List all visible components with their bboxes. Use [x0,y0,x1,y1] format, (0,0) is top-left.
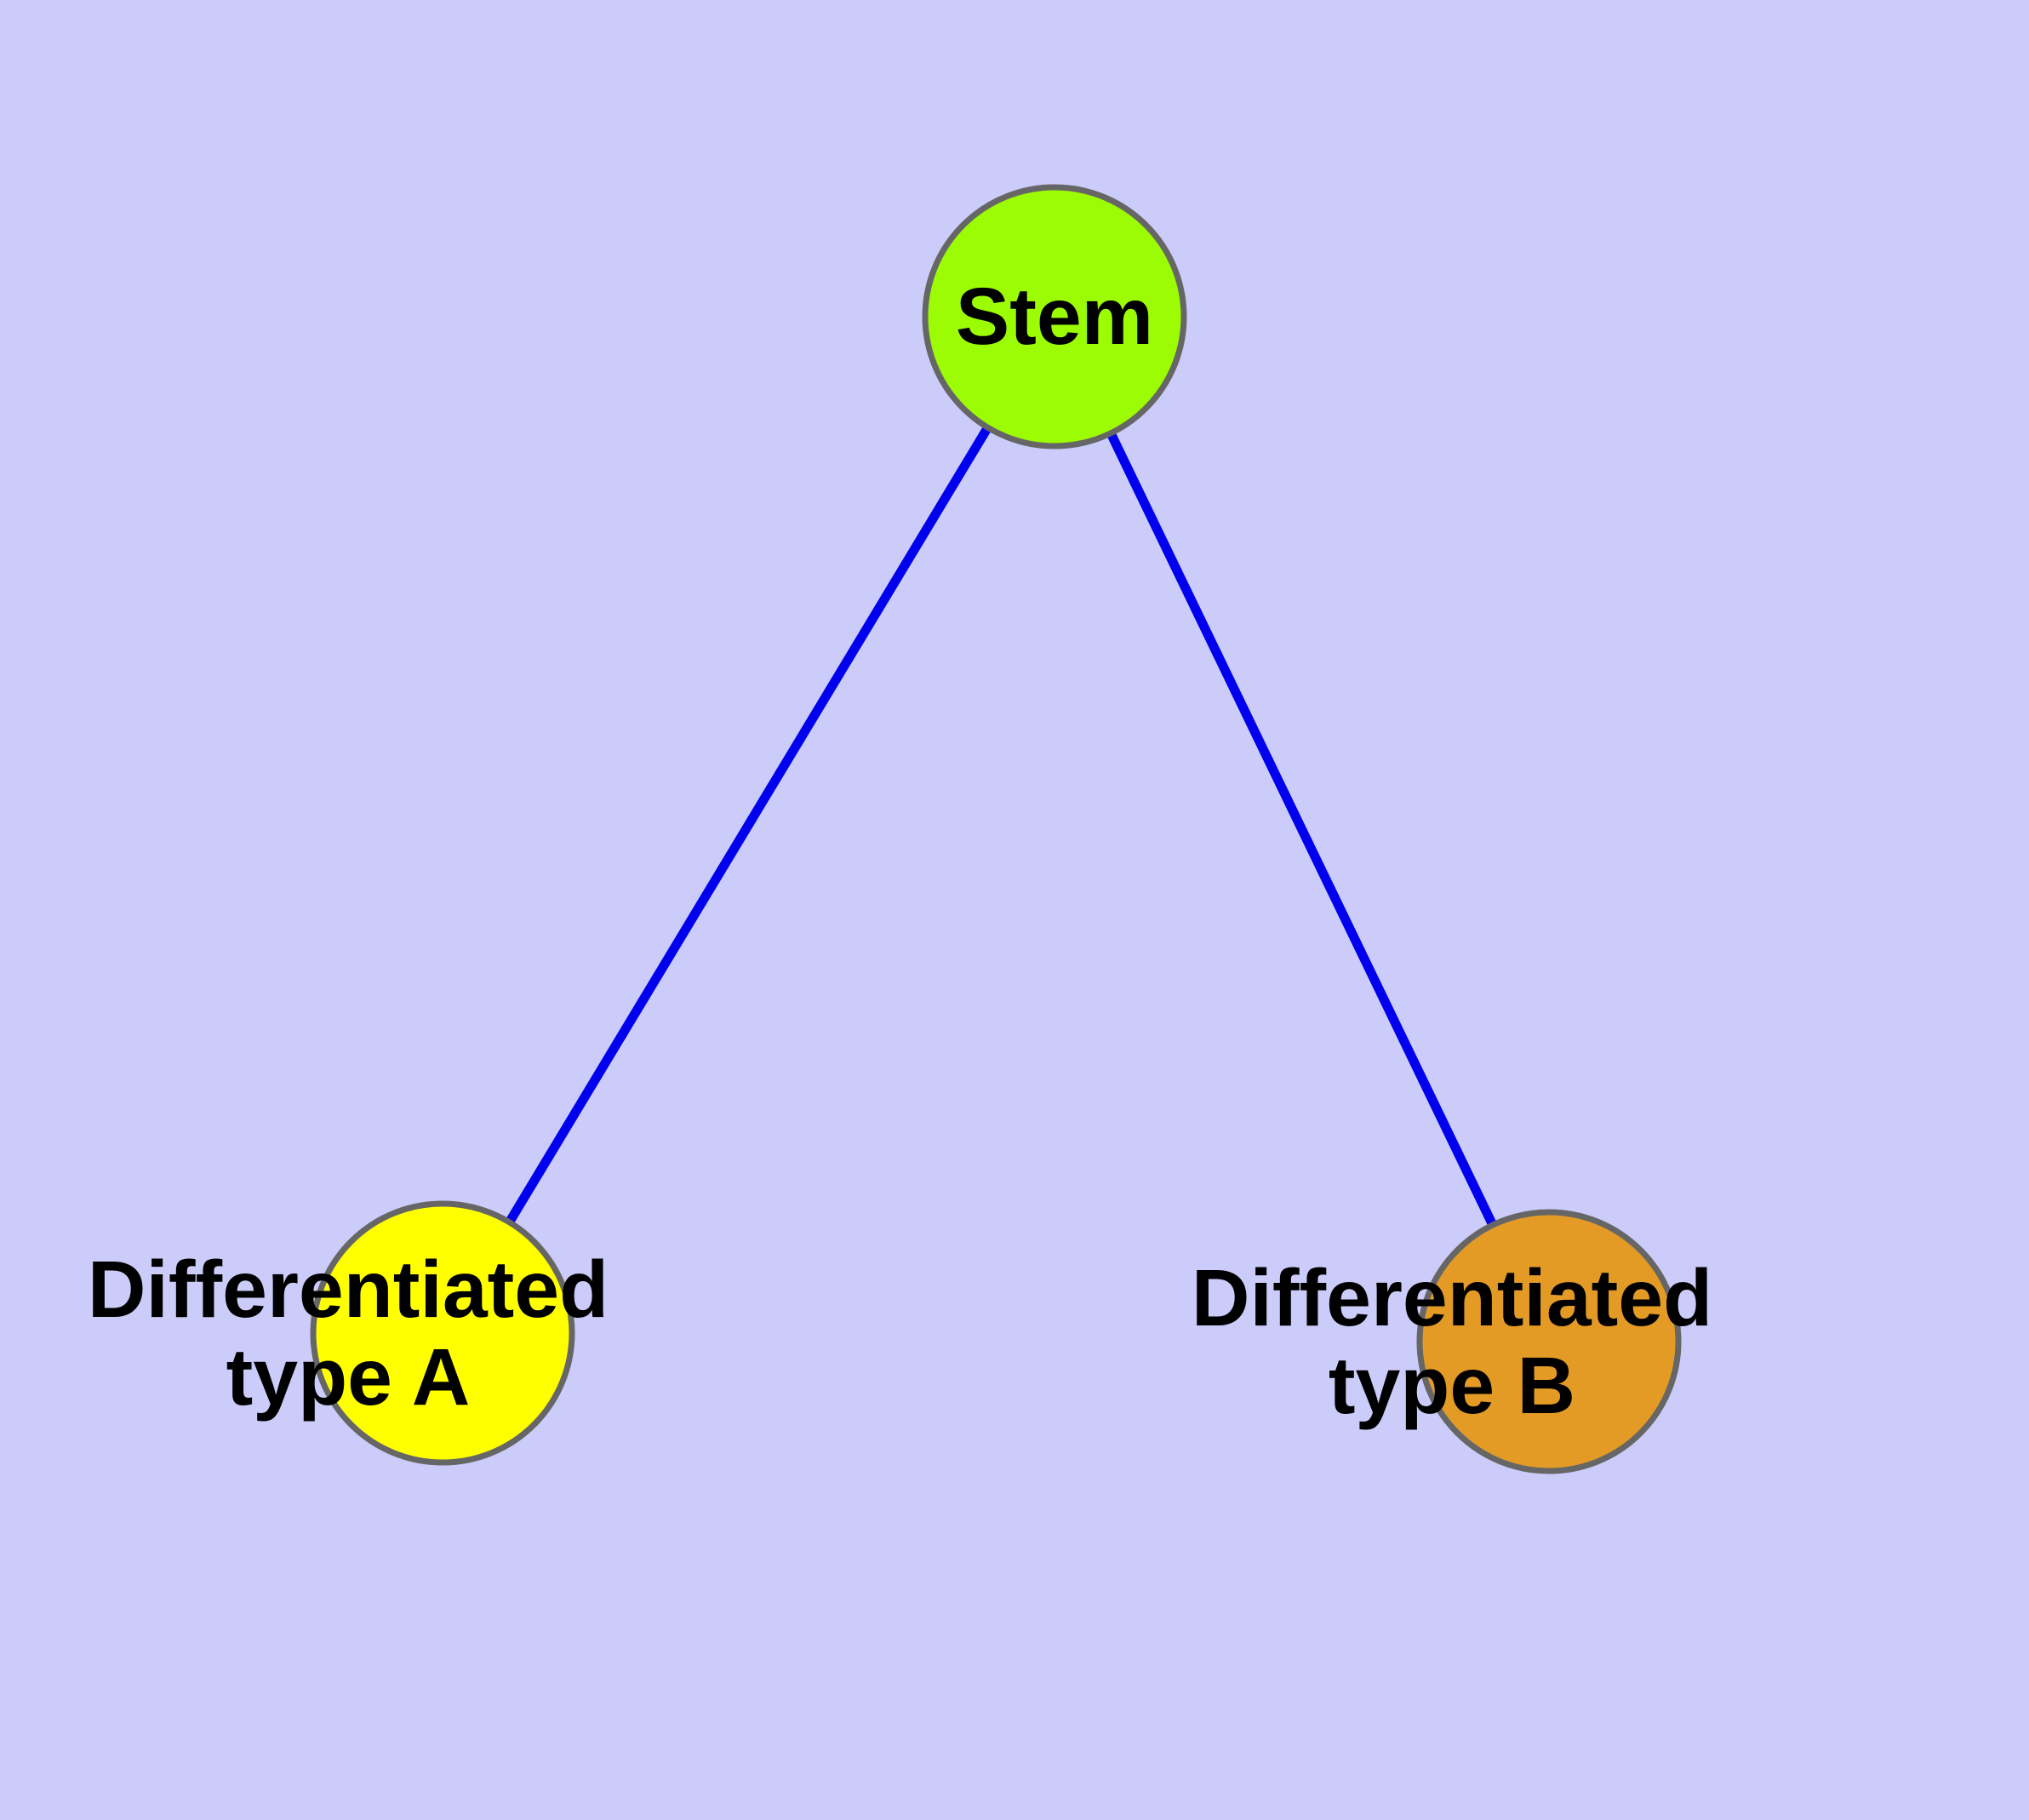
node-stem-circle[interactable] [922,184,1187,449]
node-differentiated-type-b[interactable] [1416,1209,1682,1474]
edge-stem-to-differentiated-type-b[interactable] [1050,314,1553,1344]
node-differentiated-type-a-circle[interactable] [310,1200,575,1466]
label-line: Differentiated [1192,1253,1712,1343]
node-differentiated-type-b-circle[interactable] [1416,1209,1682,1474]
label-line: Differentiated [88,1245,609,1335]
label-line: Stem [956,272,1153,362]
node-differentiated-type-a[interactable] [310,1200,575,1466]
edges-layer [438,314,1553,1344]
edge-stem-to-differentiated-type-a[interactable] [438,314,1059,1336]
label-line: type A [226,1332,471,1422]
node-stem[interactable] [922,184,1187,449]
label-line: type B [1329,1341,1575,1431]
node-stem-label: Stem [956,272,1153,362]
nodes-layer [310,184,1682,1474]
